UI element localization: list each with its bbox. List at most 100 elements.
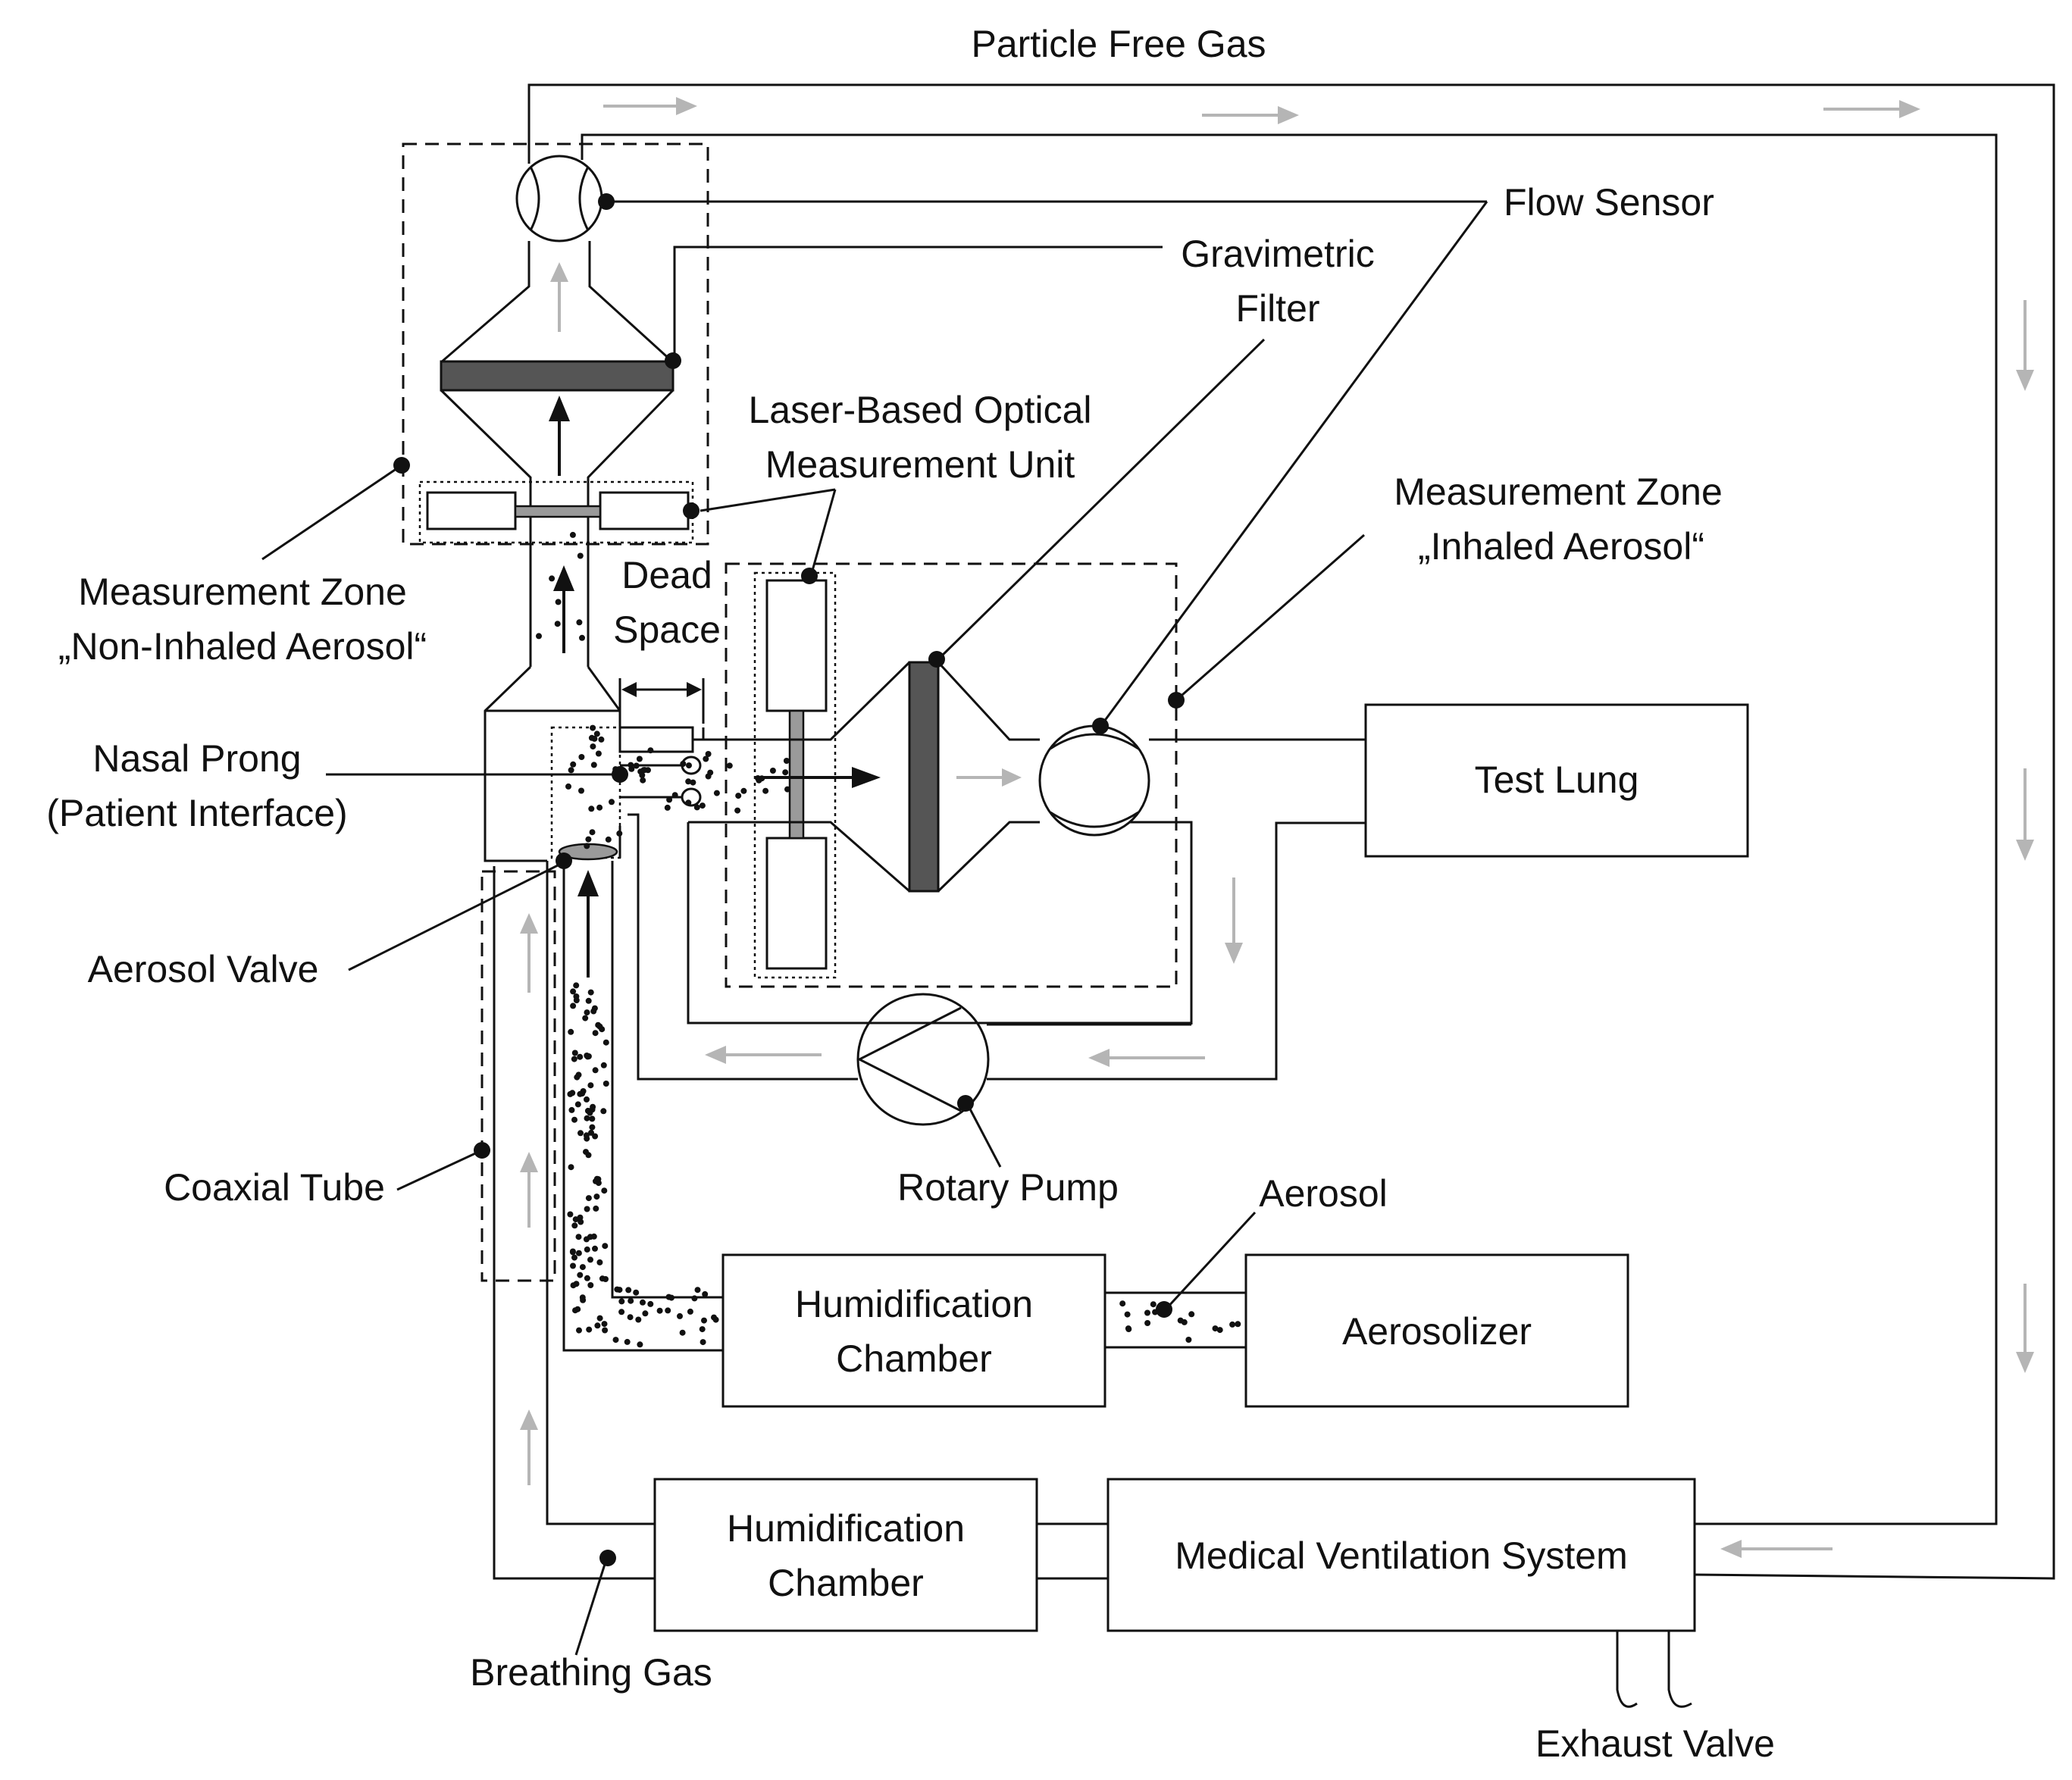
aerosol-particle xyxy=(783,758,790,764)
humidification-lower-label-1: Humidification xyxy=(727,1507,965,1550)
aerosol-particle xyxy=(640,1299,646,1306)
aerosol-particle xyxy=(703,755,709,762)
test-lung-label: Test Lung xyxy=(1475,759,1639,801)
aerosol-particle xyxy=(587,1109,593,1116)
aerosol-valve-label: Aerosol Valve xyxy=(88,948,319,990)
aerosol-particle xyxy=(726,762,733,769)
medical-ventilation-label: Medical Ventilation System xyxy=(1175,1534,1628,1577)
aerosol-particle xyxy=(666,796,673,803)
aerosol-particle xyxy=(694,1287,701,1294)
aerosol-particle xyxy=(740,787,747,794)
aerosol-particle xyxy=(1177,1317,1184,1324)
dead-space-label-1: Dead xyxy=(621,554,712,596)
coaxial-tube-label: Coaxial Tube xyxy=(164,1166,385,1209)
aerosol-particle xyxy=(570,1262,576,1269)
aerosol-particle xyxy=(554,621,561,627)
aerosol-particle xyxy=(570,1282,577,1289)
aerosol-particle xyxy=(593,730,600,737)
aerosol-particle xyxy=(555,599,562,605)
aerosol-particle xyxy=(585,836,592,843)
aerosol-particle xyxy=(642,1310,649,1317)
humidification-upper-label-2: Chamber xyxy=(836,1337,992,1380)
aerosolizer-label: Aerosolizer xyxy=(1342,1310,1532,1353)
pump-return-path xyxy=(637,815,1366,1126)
aerosol-particle xyxy=(601,1321,608,1328)
exhaust-valve-label: Exhaust Valve xyxy=(1535,1722,1775,1765)
aerosol-particle xyxy=(616,1287,623,1294)
aerosol-particle xyxy=(594,1322,601,1329)
aerosol-particle xyxy=(762,787,769,794)
aerosol-particle xyxy=(603,1039,609,1046)
aerosol-particle xyxy=(1144,1320,1151,1326)
aerosol-particle xyxy=(590,1233,597,1240)
aerosol-particle xyxy=(699,1326,706,1333)
aerosol-particle xyxy=(624,1338,631,1345)
test-lung-box: Test Lung xyxy=(1364,703,1749,858)
aerosol-particle xyxy=(593,1175,600,1182)
aerosol-particle xyxy=(569,1249,576,1256)
aerosol-particle xyxy=(585,997,592,1004)
aerosol-particle xyxy=(568,1106,575,1113)
aerosol-particle xyxy=(571,1050,578,1056)
zone-inhaled-label-1: Measurement Zone xyxy=(1394,471,1723,513)
aerosol-particle xyxy=(639,772,646,778)
laser-unit-label-2: Measurement Unit xyxy=(765,443,1075,486)
aerosol-connector xyxy=(1105,1291,1246,1349)
measurement-zone-inhaled xyxy=(687,562,1366,1025)
patient-interface-housing xyxy=(484,665,705,862)
dead-space-label-2: Space xyxy=(613,608,721,651)
aerosol-particle xyxy=(584,1115,590,1121)
aerosol-particle xyxy=(701,1317,707,1324)
aerosol-particle xyxy=(578,754,585,760)
aerosol-particle xyxy=(633,1289,640,1296)
aerosol-particle xyxy=(713,790,720,796)
aerosol-particle xyxy=(589,829,596,836)
aerosol-particle xyxy=(690,779,696,786)
aerosol-particle xyxy=(596,1259,603,1265)
aerosol-particle xyxy=(579,634,585,641)
aerosol-particle xyxy=(571,1222,578,1229)
aerosol-particle xyxy=(590,1103,596,1110)
aerosol-particle xyxy=(627,1314,634,1321)
aerosol-particle xyxy=(603,1081,609,1087)
particle-free-gas-label: Particle Free Gas xyxy=(971,23,1266,65)
aerosol-particle xyxy=(570,1003,577,1009)
humidification-chamber-lower-box: Humidification Chamber xyxy=(653,1478,1038,1632)
aerosol-particle xyxy=(605,836,612,843)
aerosol-particle xyxy=(705,773,712,780)
aerosol-particle xyxy=(612,1337,619,1344)
aerosol-particle xyxy=(577,1130,584,1137)
aerosolizer-box: Aerosolizer xyxy=(1244,1253,1629,1408)
aerosol-particle xyxy=(600,1062,607,1068)
gravimetric-filter-label-1: Gravimetric xyxy=(1181,233,1375,275)
labels: Particle Free Gas Flow Sensor Gravimetri… xyxy=(46,23,1775,1765)
aerosol-particle xyxy=(574,1074,581,1081)
aerosol-particle xyxy=(586,1326,593,1333)
aerosol-particle xyxy=(596,804,603,811)
humidification-upper-label-1: Humidification xyxy=(795,1283,1033,1325)
aerosol-particle xyxy=(577,1272,584,1278)
aerosol-particle xyxy=(593,1205,599,1212)
aerosol-particle xyxy=(640,777,646,784)
aerosol-particle xyxy=(1212,1325,1219,1332)
aerosol-particle xyxy=(582,1015,589,1021)
aerosol-particle xyxy=(569,1090,576,1096)
aerosol-particle xyxy=(587,1256,593,1263)
aerosol-particle xyxy=(1144,1309,1150,1316)
aerosol-particle xyxy=(574,1101,581,1108)
aerosol-particle xyxy=(625,1287,632,1294)
aerosol-particle xyxy=(702,1290,709,1297)
zone-inhaled-label-2: „Inhaled Aerosol“ xyxy=(1418,525,1704,568)
aerosol-particle xyxy=(685,778,692,785)
aerosol-particle xyxy=(735,793,742,799)
aerosol-particle xyxy=(595,750,602,757)
aerosol-particle xyxy=(602,1243,609,1250)
aerosol-particle xyxy=(593,1193,600,1200)
aerosol-particle xyxy=(609,799,615,806)
aerosol-particle xyxy=(569,531,576,538)
humidification-lower-label-2: Chamber xyxy=(768,1562,924,1604)
aerosol-particle xyxy=(601,1187,608,1194)
aerosol-particle xyxy=(628,762,634,768)
optical-unit-right xyxy=(753,571,837,979)
aerosol-particle xyxy=(664,804,671,811)
